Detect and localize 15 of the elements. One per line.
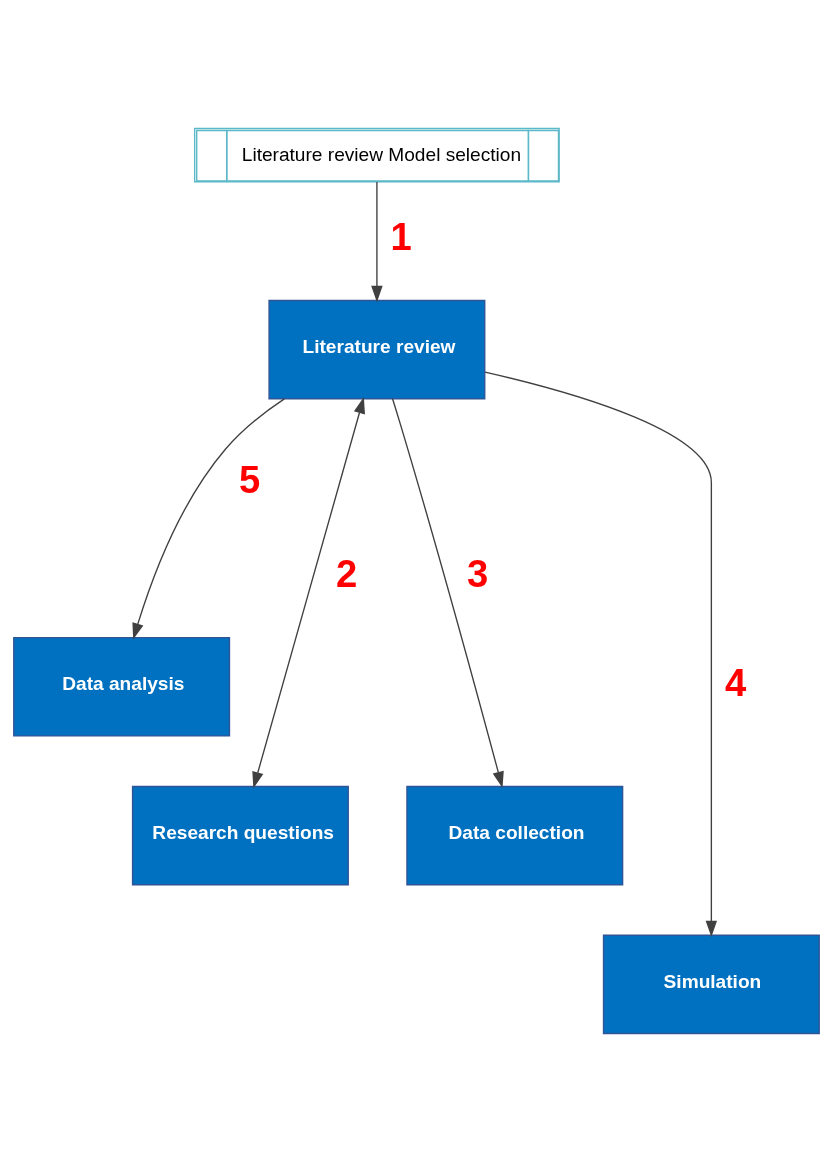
node-box: Data analysis — [13, 636, 231, 737]
arrow — [132, 398, 286, 640]
edge-label: 3 — [467, 552, 489, 596]
arrow — [252, 397, 365, 789]
edge-label: 4 — [725, 660, 747, 704]
node-box: Data collection — [406, 785, 624, 886]
edge-label: 2 — [335, 552, 358, 596]
node-box: Research questions — [131, 785, 349, 886]
edge-label: 5 — [239, 457, 261, 501]
arrow — [371, 181, 383, 303]
arrow — [484, 371, 718, 938]
node-box: Literature review — [268, 299, 486, 400]
arrow — [391, 398, 504, 788]
node-box: Simulation — [602, 934, 820, 1035]
edge-label: 1 — [390, 214, 412, 258]
